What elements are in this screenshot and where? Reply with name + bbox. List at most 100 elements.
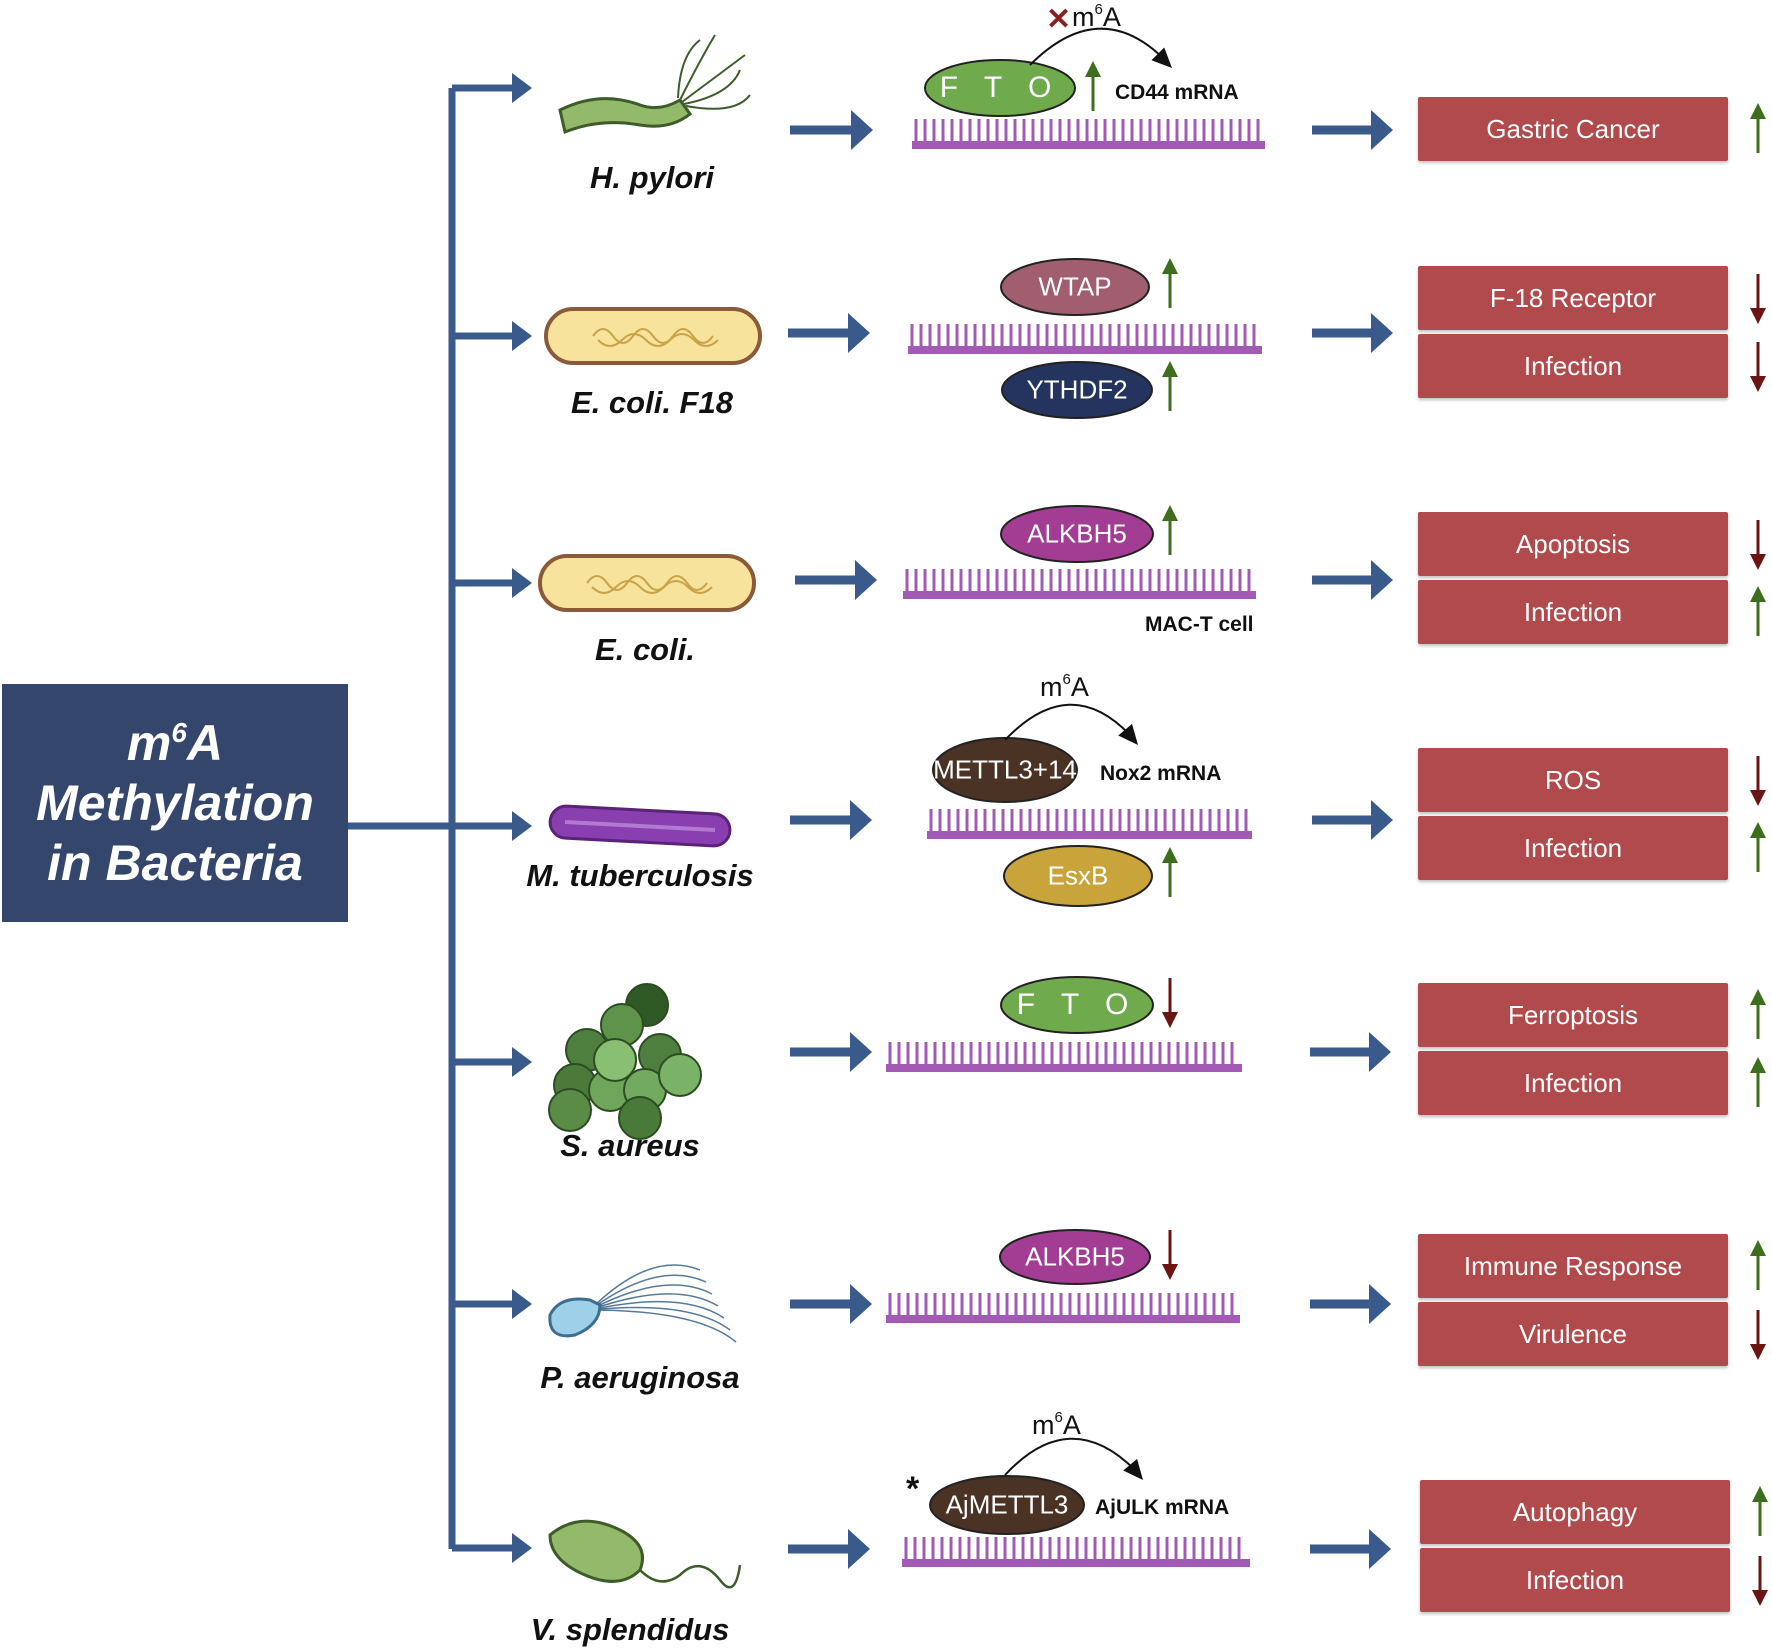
title-box: m6A Methylation in Bacteria	[2, 684, 348, 922]
branch-arrowhead-5	[512, 1047, 532, 1077]
outcome-infection-row-7: Infection	[1420, 1548, 1730, 1612]
mechanism-arrow-4	[790, 800, 872, 840]
m6a-label-row-1: m6A	[1072, 1, 1121, 32]
mechanism-arrow-1-head	[851, 110, 873, 150]
p-aeruginosa-flagellum	[589, 1293, 719, 1311]
branch-arrowhead-7	[512, 1533, 532, 1563]
outcome-arrow-7	[1310, 1529, 1391, 1569]
outcome-arrow-1-head	[1371, 110, 1393, 150]
outcome-trend-5-1-head	[1750, 989, 1766, 1005]
h-pylori-body	[558, 97, 693, 135]
protein-oval-ythdf2	[1001, 361, 1153, 419]
mrna-strand-1	[912, 119, 1265, 149]
tree-connector	[348, 88, 456, 1549]
bacterium-label-v-splendidus: V. splendidus	[530, 1612, 730, 1647]
m6a-curve-row-7-head	[1123, 1458, 1143, 1480]
protein-oval-esxb	[1003, 845, 1153, 907]
protein-trend-ythdf2	[1162, 361, 1178, 411]
p-aeruginosa-flagellum	[589, 1300, 725, 1319]
outcome-trend-4-1	[1750, 756, 1766, 806]
p-aeruginosa-flagellum	[589, 1284, 713, 1311]
protein-trend-wtap	[1162, 258, 1178, 308]
s-aureus-cell	[548, 1088, 592, 1132]
cell-label-mac-t: MAC-T cell	[1145, 613, 1254, 636]
protein-trend-alkbh5-row-3	[1162, 505, 1178, 555]
outcome-arrow-4-head	[1371, 800, 1393, 840]
outcome-trend-1-1	[1750, 103, 1766, 153]
h-pylori-flagellum	[677, 39, 701, 99]
outcome-arrow-1	[1312, 110, 1393, 150]
outcome-arrow-2-head	[1371, 313, 1393, 353]
outcome-arrow-5-head	[1369, 1032, 1391, 1072]
outcome-arrow-6	[1310, 1284, 1391, 1324]
mechanism-arrow-2	[788, 313, 870, 353]
branch-arrowhead-6	[512, 1289, 532, 1319]
mrna-strand-2	[908, 324, 1262, 354]
title-line-1: m6A	[126, 715, 224, 771]
outcome-gastric-cancer: Gastric Cancer	[1418, 97, 1728, 161]
m6a-curve-row-1	[1029, 27, 1166, 66]
mechanism-arrow-2-head	[848, 313, 870, 353]
p-aeruginosa-flagellum	[589, 1264, 701, 1311]
title-line-2: Methylation	[36, 775, 314, 831]
outcome-immune-response: Immune Response	[1418, 1234, 1728, 1298]
e-coli-illustration-dna	[591, 580, 713, 594]
protein-oval-ajmettl3	[929, 1475, 1085, 1535]
p-aeruginosa-flagellum	[589, 1306, 731, 1331]
m-tuberculosis-illustration	[548, 804, 732, 848]
protein-trend-ythdf2-head	[1162, 361, 1178, 377]
outcome-trend-6-1-head	[1750, 1240, 1766, 1256]
mrna-strand-2-backbone	[908, 346, 1262, 354]
e-coli-illustration-dna	[586, 575, 708, 591]
mrna-strand-7-backbone	[902, 1559, 1250, 1567]
outcome-trend-3-1-head	[1750, 554, 1766, 570]
outcome-trend-6-2	[1750, 1310, 1766, 1360]
protein-label-ajmettl3: AjMETTL3	[945, 1489, 1069, 1520]
p-aeruginosa-body	[548, 1297, 602, 1338]
branch-arrowhead-4	[512, 811, 532, 841]
m6a-label-row-7: m6A	[1032, 1409, 1081, 1440]
outcome-trend-5-1	[1750, 989, 1766, 1039]
e-coli-f18-illustration-dna	[597, 333, 719, 347]
mrna-strand-3-backbone	[903, 591, 1256, 599]
s-aureus-illustration	[548, 983, 702, 1140]
e-coli-f18-illustration-dna	[592, 328, 714, 344]
protein-oval-wtap	[1000, 258, 1150, 316]
outcome-trend-2-2	[1750, 342, 1766, 392]
protein-label-ythdf2: YTHDF2	[1026, 374, 1128, 405]
protein-trend-fto-row-5-head	[1162, 1012, 1178, 1028]
outcome-trend-4-1-head	[1750, 790, 1766, 806]
e-coli-illustration	[538, 554, 756, 612]
blocked-cross-icon: ✕	[1046, 3, 1072, 36]
outcome-infection-row-3: Infection	[1418, 580, 1728, 644]
mechanism-arrow-4-head	[850, 800, 872, 840]
mechanism-arrow-6-head	[850, 1284, 872, 1324]
outcome-ros: ROS	[1418, 748, 1728, 812]
m6a-label-row-4: m6A	[1040, 671, 1089, 702]
outcome-trend-7-2-head	[1752, 1590, 1768, 1606]
protein-trend-alkbh5-row-6-head	[1162, 1264, 1178, 1280]
outcome-infection-row-5: Infection	[1418, 1051, 1728, 1115]
h-pylori-illustration	[558, 34, 751, 135]
bacterium-label-p-aeruginosa: P. aeruginosa	[540, 1360, 740, 1395]
outcome-trend-6-2-head	[1750, 1344, 1766, 1360]
branch-arrowhead-1	[512, 73, 532, 103]
protein-oval-alkbh5-row-6	[999, 1229, 1151, 1285]
outcome-trend-5-2	[1750, 1057, 1766, 1107]
outcome-arrow-3	[1312, 560, 1393, 600]
protein-oval-mettl3-14	[932, 737, 1078, 803]
mrna-strand-6-backbone	[886, 1315, 1240, 1323]
h-pylori-flagellum	[685, 94, 751, 110]
protein-trend-esxb	[1162, 847, 1178, 897]
protein-trend-fto-row-1	[1085, 61, 1101, 111]
outcome-trend-6-1	[1750, 1240, 1766, 1290]
protein-label-fto-row-1: F T O	[939, 71, 1061, 104]
protein-trend-wtap-head	[1162, 258, 1178, 274]
outcome-virulence: Virulence	[1418, 1302, 1728, 1366]
v-splendidus-flagellum	[639, 1564, 742, 1589]
protein-oval-fto-row-1	[924, 59, 1076, 117]
p-aeruginosa-flagellum	[589, 1309, 737, 1343]
mechanism-arrow-7-head	[848, 1529, 870, 1569]
outcome-trend-2-2-head	[1750, 376, 1766, 392]
